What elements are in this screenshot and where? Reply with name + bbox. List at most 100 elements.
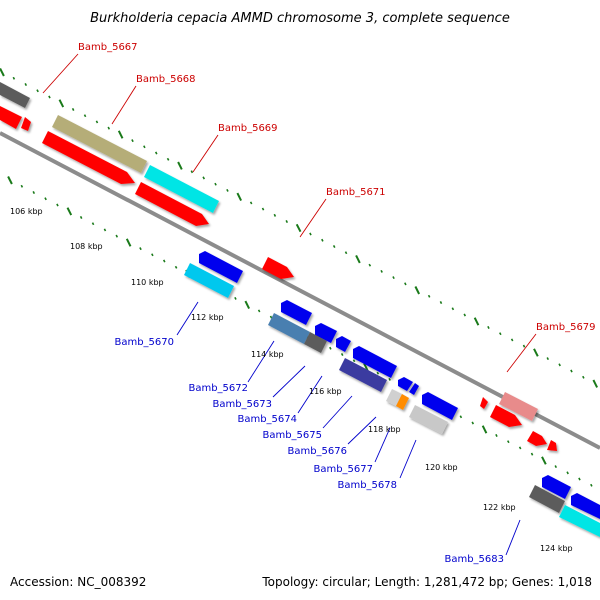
leader-line xyxy=(42,53,79,94)
major-tick xyxy=(541,456,547,465)
accession-text: Accession: NC_008392 xyxy=(10,575,146,589)
gene-feature[interactable] xyxy=(490,405,522,427)
map-title: Burkholderia cepacia AMMD chromosome 3, … xyxy=(90,11,510,26)
minor-tick xyxy=(352,359,356,363)
minor-tick xyxy=(518,446,522,450)
gene-feature[interactable] xyxy=(184,263,234,298)
minor-tick xyxy=(162,259,166,263)
major-tick xyxy=(58,99,65,108)
leader-line xyxy=(192,134,219,173)
minor-tick xyxy=(321,238,324,242)
gene-label-bamb-5670[interactable]: Bamb_5670 xyxy=(114,337,174,348)
minor-tick xyxy=(107,126,111,130)
major-tick xyxy=(481,425,488,434)
minor-tick xyxy=(154,151,158,155)
minor-tick xyxy=(269,315,273,319)
major-tick xyxy=(125,238,132,247)
gene-feature[interactable] xyxy=(281,300,312,325)
gene-label-bamb-5671[interactable]: Bamb_5671 xyxy=(326,187,386,198)
gene-feature[interactable] xyxy=(262,257,294,279)
gene-label-bamb-5669[interactable]: Bamb_5669 xyxy=(218,123,278,134)
major-tick xyxy=(355,254,361,264)
gene-label-bamb-5674[interactable]: Bamb_5674 xyxy=(237,414,297,425)
minor-tick xyxy=(24,83,28,87)
leader-line xyxy=(505,519,521,556)
gene-feature[interactable] xyxy=(409,383,419,395)
gene-feature[interactable] xyxy=(268,313,310,344)
gene-label-bamb-5676[interactable]: Bamb_5676 xyxy=(287,446,347,457)
gene-label-bamb-5679[interactable]: Bamb_5679 xyxy=(536,322,596,333)
minor-tick xyxy=(48,95,51,99)
gene-feature[interactable] xyxy=(398,377,413,391)
leader-line xyxy=(347,416,377,445)
minor-tick xyxy=(376,371,380,375)
minor-tick xyxy=(368,263,372,267)
gene-feature[interactable] xyxy=(0,82,30,108)
gene-feature[interactable] xyxy=(386,389,402,406)
gene-feature[interactable] xyxy=(52,115,147,173)
gene-label-bamb-5678[interactable]: Bamb_5678 xyxy=(337,480,397,491)
major-tick xyxy=(533,348,539,357)
gene-feature[interactable] xyxy=(571,493,600,519)
minor-tick xyxy=(151,253,154,257)
minor-tick xyxy=(578,477,581,481)
gene-feature[interactable] xyxy=(529,485,565,513)
minor-tick xyxy=(570,369,573,373)
gene-feature[interactable] xyxy=(199,251,243,283)
major-tick xyxy=(414,286,420,295)
gene-feature[interactable] xyxy=(422,392,458,420)
minor-tick xyxy=(20,184,24,188)
gene-feature[interactable] xyxy=(339,358,387,392)
gene-label-bamb-5677[interactable]: Bamb_5677 xyxy=(313,464,373,475)
gene-feature[interactable] xyxy=(547,440,557,451)
gene-feature[interactable] xyxy=(315,323,337,343)
gene-label-bamb-5675[interactable]: Bamb_5675 xyxy=(262,430,322,441)
minor-tick xyxy=(582,375,585,379)
gene-feature[interactable] xyxy=(353,346,397,378)
gene-feature[interactable] xyxy=(336,336,351,352)
minor-tick xyxy=(459,415,463,419)
gene-feature[interactable] xyxy=(559,505,600,537)
scale-label: 124 kbp xyxy=(540,544,573,553)
gene-feature[interactable] xyxy=(135,182,209,226)
reverse-gene-labels: Bamb_5670 Bamb_5672 Bamb_5673 Bamb_5674 … xyxy=(114,337,504,565)
leader-line xyxy=(247,340,275,383)
gene-label-bamb-5667[interactable]: Bamb_5667 xyxy=(78,42,138,53)
minor-tick xyxy=(71,107,75,111)
gene-label-bamb-5668[interactable]: Bamb_5668 xyxy=(136,74,196,85)
minor-tick xyxy=(451,307,455,311)
gene-feature[interactable] xyxy=(542,475,571,499)
minor-tick xyxy=(139,247,142,251)
minor-tick xyxy=(36,89,39,93)
gene-feature[interactable] xyxy=(396,394,409,410)
minor-tick xyxy=(309,232,312,236)
major-tick xyxy=(236,192,242,202)
gene-label-bamb-5683[interactable]: Bamb_5683 xyxy=(444,554,504,565)
gene-feature[interactable] xyxy=(527,431,547,446)
minor-tick xyxy=(471,421,475,425)
leader-line xyxy=(506,333,537,373)
major-tick xyxy=(295,223,302,233)
gene-label-bamb-5673[interactable]: Bamb_5673 xyxy=(212,399,272,410)
minor-tick xyxy=(566,471,569,475)
gene-feature[interactable] xyxy=(480,397,488,409)
scale-label: 122 kbp xyxy=(483,503,516,512)
gene-feature[interactable] xyxy=(0,106,22,129)
minor-tick xyxy=(32,191,36,195)
gene-feature[interactable] xyxy=(144,165,219,213)
gene-feature[interactable] xyxy=(304,332,327,353)
gene-feature[interactable] xyxy=(21,117,31,131)
gene-feature[interactable] xyxy=(409,405,448,434)
minor-tick xyxy=(590,483,593,487)
minor-tick xyxy=(44,197,47,201)
scale-label: 116 kbp xyxy=(309,387,342,396)
minor-tick xyxy=(234,296,237,300)
minor-tick xyxy=(404,282,407,286)
major-tick xyxy=(66,207,73,216)
minor-tick xyxy=(273,213,277,217)
gene-feature[interactable] xyxy=(499,392,538,421)
minor-tick xyxy=(530,452,534,456)
gene-label-bamb-5672[interactable]: Bamb_5672 xyxy=(188,383,248,394)
gene-feature[interactable] xyxy=(42,131,135,184)
